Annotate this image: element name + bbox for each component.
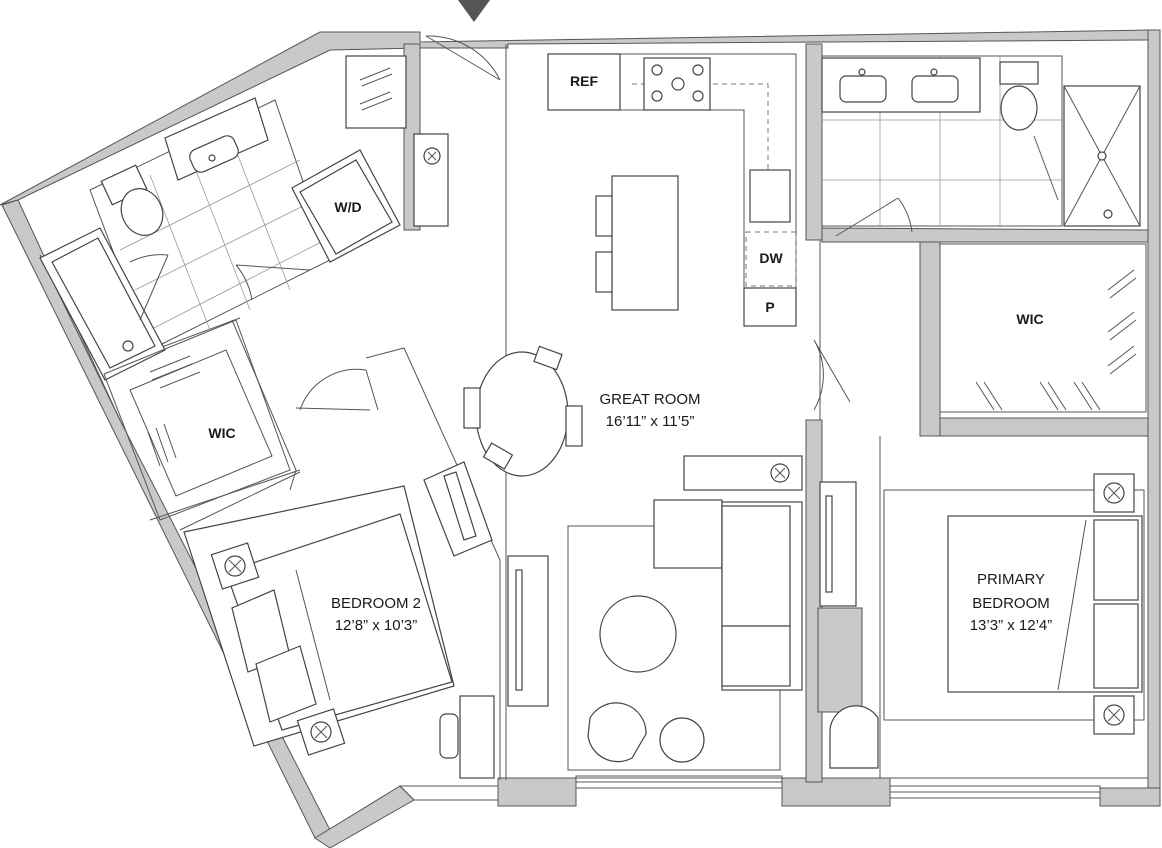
primary-hall-door[interactable] [813, 339, 851, 411]
primary-bathroom [821, 55, 1141, 237]
dining-set [463, 345, 583, 477]
kitchen: REF DW P [547, 53, 797, 327]
nightstand-icon [1093, 695, 1135, 735]
primary-bedroom: PRIMARY BEDROOM 13’3” x 12’4” [819, 473, 1145, 769]
primary-bedroom-name-1: PRIMARY [977, 571, 1045, 588]
windows [398, 775, 1101, 801]
vanity-sink [164, 97, 269, 181]
kitchen-island [611, 175, 679, 311]
right-wic-label: WIC [1016, 311, 1043, 327]
left-bathroom [39, 97, 331, 381]
kitchen-sink [749, 169, 791, 223]
primary-bedroom-name-2: BEDROOM [972, 595, 1050, 612]
media-console [683, 455, 803, 491]
armchair [829, 705, 879, 769]
washer-dryer-label: W/D [334, 199, 361, 215]
nightstand-icon [296, 708, 346, 756]
ref-label: REF [570, 73, 598, 89]
primary-bath-door[interactable] [835, 197, 913, 237]
coffee-table [599, 595, 677, 673]
bedroom-2-name: BEDROOM 2 [331, 595, 421, 612]
bedroom-2-door[interactable] [299, 368, 379, 411]
bathtub [39, 227, 166, 381]
tv-console [507, 555, 549, 707]
left-wic: WIC [103, 319, 291, 521]
great-room-name: GREAT ROOM [599, 391, 700, 408]
left-wic-label: WIC [208, 425, 235, 441]
side-table [659, 717, 705, 763]
entry-closet [345, 55, 449, 227]
nightstand-icon [1093, 473, 1135, 513]
refrigerator [547, 53, 621, 111]
right-wic: WIC [939, 243, 1147, 413]
pantry-label: P [765, 299, 774, 315]
dw-label: DW [759, 250, 783, 266]
shower [1063, 85, 1141, 227]
bedroom-2-dims: 12’8” x 10’3” [335, 617, 418, 634]
toilet [100, 164, 164, 236]
great-room-dims: 16’11” x 11’5” [606, 413, 695, 430]
ottoman [653, 499, 723, 569]
entry-door[interactable] [425, 35, 501, 81]
armchair [587, 702, 647, 763]
bedroom-2: BEDROOM 2 12’8” x 10’3” [183, 368, 495, 779]
washer-dryer-closet: W/D [291, 149, 401, 263]
toilet [999, 61, 1039, 131]
living-area [507, 455, 803, 771]
triangle-down-icon [458, 0, 490, 22]
desk [459, 695, 495, 779]
nightstand-icon [210, 542, 260, 590]
primary-bedroom-dims: 13’3” x 12’4” [970, 617, 1053, 634]
